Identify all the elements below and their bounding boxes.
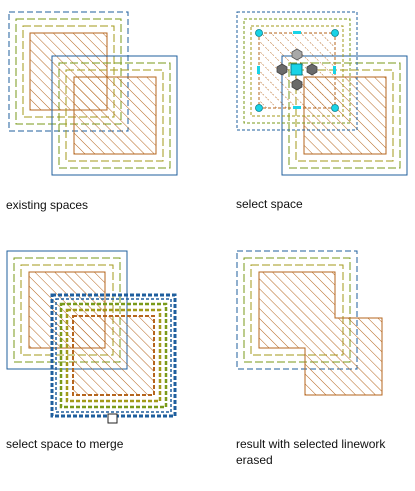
corner-grip[interactable] xyxy=(255,29,263,37)
space-b-hatch xyxy=(72,315,155,396)
hex-grip-left-icon[interactable] xyxy=(276,63,288,76)
hex-grip-right-icon[interactable] xyxy=(306,63,318,76)
edge-grip-right[interactable] xyxy=(333,66,336,74)
space-b-boundary-inner xyxy=(55,298,172,413)
space-a-offset-inner xyxy=(250,264,344,356)
space-a-selected[interactable] xyxy=(236,11,358,131)
edge-grip-bottom[interactable] xyxy=(293,106,301,109)
space-b xyxy=(51,55,178,176)
space-a-offset-inner xyxy=(22,25,115,118)
space-b-boundary xyxy=(50,293,177,418)
space-a-offset-inner xyxy=(250,25,344,117)
panel-select-space xyxy=(236,11,408,176)
space-b-boundary xyxy=(51,55,178,176)
space-a-offset-outer xyxy=(243,18,351,124)
space-a-offset-outer xyxy=(13,257,121,363)
space-b-offset-inner xyxy=(295,69,394,162)
hex-grip-top-icon[interactable] xyxy=(291,48,303,61)
edge-grip-left[interactable] xyxy=(257,66,260,74)
space-b-offset-inner xyxy=(65,69,164,162)
hex-grip-bottom-icon[interactable] xyxy=(291,78,303,91)
merged-space-hatch xyxy=(258,271,383,396)
edge-grip-top[interactable] xyxy=(293,31,301,34)
space-a-boundary xyxy=(8,11,129,132)
space-b-offset-inner xyxy=(65,308,162,403)
panel-existing-spaces xyxy=(8,11,178,176)
caption-result: result with selected linework erased xyxy=(236,437,386,467)
caption-existing-spaces: existing spaces xyxy=(6,198,89,212)
corner-grip[interactable] xyxy=(255,104,263,112)
space-b-selected[interactable] xyxy=(50,293,177,424)
space-b-offset-outer xyxy=(59,302,168,409)
space-b-offset-outer xyxy=(58,62,171,169)
center-grip-icon[interactable] xyxy=(290,63,303,76)
space-a-boundary xyxy=(236,250,358,370)
caption-select-space-to-merge: select space to merge xyxy=(6,437,124,451)
space-a-offset-outer xyxy=(15,18,122,125)
corner-grip[interactable] xyxy=(331,29,339,37)
corner-grip[interactable] xyxy=(331,104,339,112)
space-b-hatch xyxy=(73,76,157,155)
space-a-boundary xyxy=(236,11,358,131)
panel-merged-result xyxy=(236,250,383,396)
space-a-offset-outer xyxy=(243,257,351,363)
merge-handle-icon[interactable] xyxy=(107,413,118,424)
caption-select-space: select space xyxy=(236,197,303,211)
panel-select-space-to-merge xyxy=(6,250,177,424)
